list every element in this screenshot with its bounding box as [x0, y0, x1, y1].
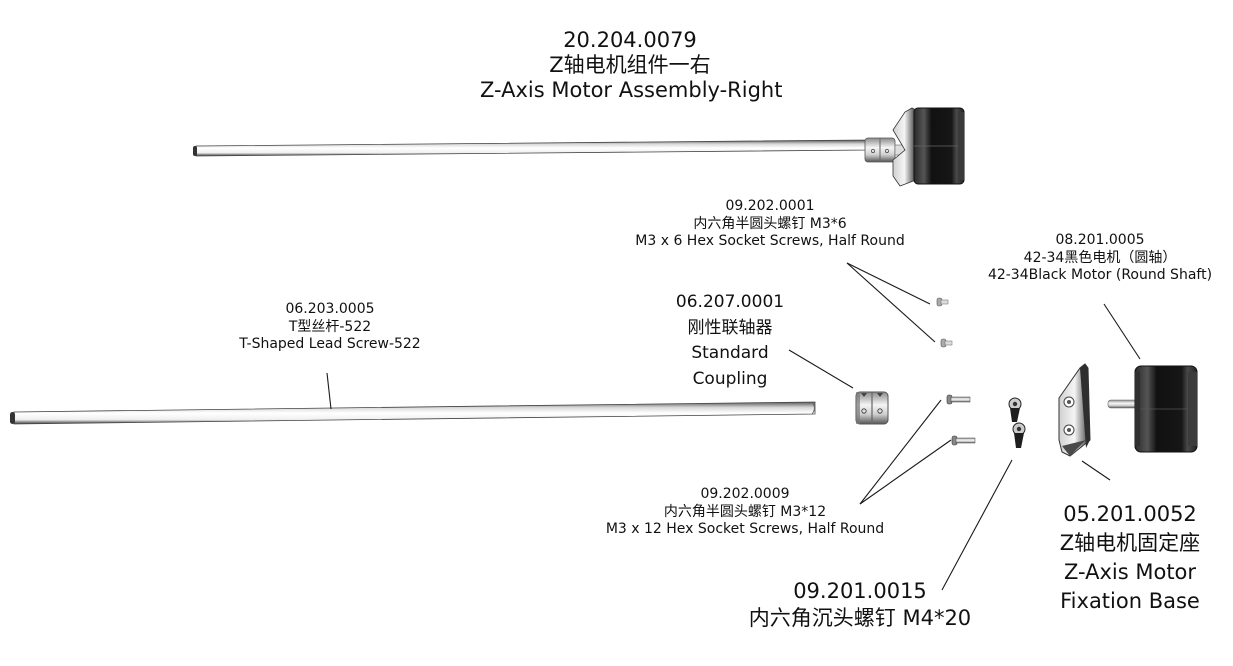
assembly-name-en: Z-Axis Motor Assembly-Right [480, 78, 783, 103]
lead-screw-code: 06.203.0005 [285, 301, 375, 317]
screw-m3x12-code: 09.202.0009 [700, 486, 790, 502]
motor-shaft [1107, 399, 1139, 409]
assembled-motor-unit [193, 107, 965, 187]
assembly-name-cn: Z轴电机组件一右 [549, 53, 711, 78]
coupling-code: 06.207.0001 [675, 292, 785, 312]
motor-base-name-en-2: Fixation Base [1060, 588, 1200, 613]
screw-m3x6-2 [940, 338, 953, 348]
screw-m3x12-name-en: M3 x 12 Hex Socket Screws, Half Round [605, 521, 885, 537]
screw-m3x12-1 [946, 394, 971, 405]
leader-motor-base [1081, 460, 1111, 481]
leader-m3x6-2 [846, 262, 936, 343]
lead-screw-name-en: T-Shaped Lead Screw-522 [239, 336, 421, 352]
motor-name-cn: 42-34黑色电机（圆轴） [1023, 249, 1177, 266]
motor-base-name-cn: Z轴电机固定座 [1059, 530, 1201, 555]
lead-screw-end [10, 412, 15, 424]
motor-name-en: 42-34Black Motor (Round Shaft) [987, 267, 1213, 283]
assembly-code: 20.204.0079 [563, 28, 697, 52]
motor [1107, 365, 1198, 453]
label-screw-m4x20: 09.201.0015 内六角沉头螺钉 M4*20 [720, 578, 1000, 633]
screw-m4x20-name-cn: 内六角沉头螺钉 M4*20 [748, 606, 972, 631]
motor-code: 08.201.0005 [1055, 232, 1145, 248]
label-screw-m3x6: 09.202.0001 内六角半圆头螺钉 M3*6 M3 x 6 Hex Soc… [600, 198, 940, 251]
motor-base-code: 05.201.0052 [1063, 502, 1197, 526]
label-motor: 08.201.0005 42-34黑色电机（圆轴） 42-34Black Mot… [970, 232, 1230, 285]
screw-m4x20-2 [1012, 422, 1026, 448]
label-assembly: 20.204.0079 Z轴电机组件一右 Z-Axis Motor Assemb… [480, 28, 783, 104]
screw-m4x20-1 [1008, 397, 1022, 422]
assembled-motor [913, 107, 965, 185]
screw-m3x12-name-cn: 内六角半圆头螺钉 M3*12 [663, 503, 827, 520]
leader-m3x12-2 [859, 439, 952, 505]
assembled-motor-base [892, 107, 917, 187]
screw-m3x12-2 [951, 435, 976, 446]
lead-screw-name-cn: T型丝杆-522 [288, 318, 372, 335]
leader-lines [326, 262, 1141, 591]
leader-m3x6-1 [846, 262, 931, 305]
label-coupling: 06.207.0001 刚性联轴器 Standard Coupling [650, 290, 810, 392]
leader-m3x12-1 [859, 399, 942, 505]
coupling-name-en-1: Standard [691, 343, 769, 363]
label-lead-screw: 06.203.0005 T型丝杆-522 T-Shaped Lead Screw… [210, 301, 450, 354]
leader-motor [1103, 303, 1141, 360]
screw-m3x6-code: 09.202.0001 [725, 198, 815, 214]
screw-m3x6-1 [936, 297, 949, 307]
coupling-name-en-2: Coupling [692, 368, 768, 389]
assembled-lead-screw [195, 139, 871, 157]
coupling [855, 391, 889, 425]
leader-lead-screw [326, 372, 332, 410]
assembled-rod-end [193, 146, 197, 156]
motor-fixation-base [1058, 363, 1091, 457]
screw-m3x6-name-en: M3 x 6 Hex Socket Screws, Half Round [635, 233, 905, 249]
coupling-name-cn: 刚性联轴器 [687, 317, 773, 338]
motor-base-name-en-1: Z-Axis Motor [1063, 559, 1197, 584]
screw-m4x20-code: 09.201.0015 [793, 579, 927, 603]
leader-m4x20 [941, 459, 1013, 591]
label-motor-base: 05.201.0052 Z轴电机固定座 Z-Axis Motor Fixatio… [1030, 500, 1230, 616]
label-screw-m3x12: 09.202.0009 内六角半圆头螺钉 M3*12 M3 x 12 Hex S… [580, 486, 910, 539]
leader-coupling [788, 349, 854, 389]
screw-m3x6-name-cn: 内六角半圆头螺钉 M3*6 [693, 215, 847, 232]
lead-screw [10, 401, 816, 425]
